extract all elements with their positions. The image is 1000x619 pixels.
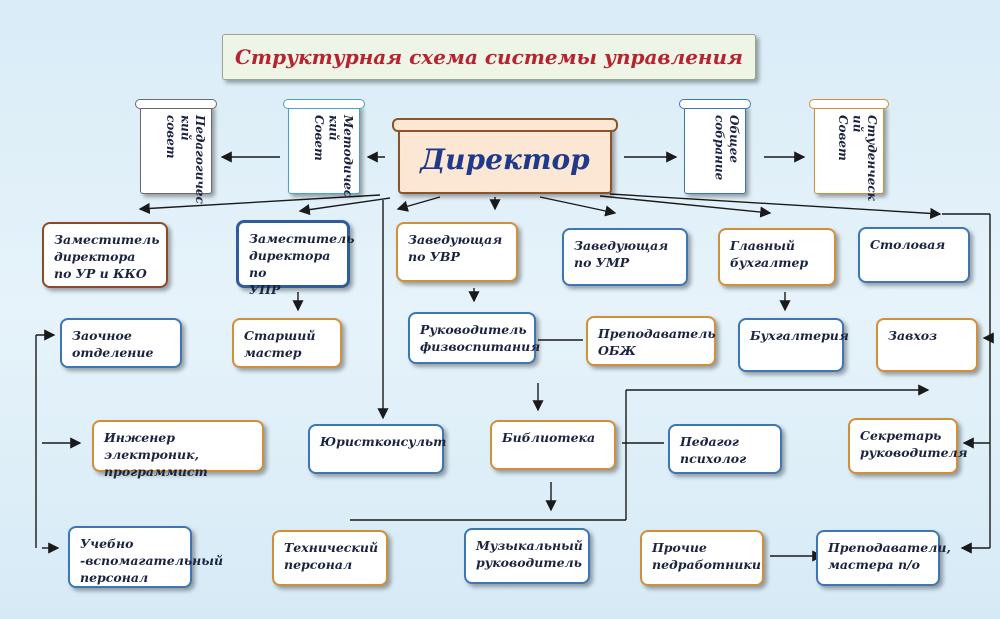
scroll-roll <box>392 118 618 132</box>
box-biblioteka: Библиотека <box>490 420 616 470</box>
box-tech-pers: Технический персонал <box>272 530 388 586</box>
box-zaochnoe: Заочное отделение <box>60 318 182 368</box>
director-box: Директор <box>392 118 618 194</box>
box-zavhoz: Завхоз <box>876 318 978 372</box>
ped-sovet-label: Педагогичес кий совет <box>164 115 207 204</box>
met-sovet-label: Методичес кий Совет <box>312 115 355 198</box>
box-inzhener: Инженер электроник, программист <box>92 420 264 479</box>
scroll-met-sovet: Методичес кий Совет <box>283 99 365 198</box>
box-st-master: Старший мастер <box>232 318 342 368</box>
box-glav-buh: Главный бухгалтер <box>718 228 836 286</box>
scroll-roll <box>283 99 365 109</box>
box-zam-ur: Заместитель директора по УР и ККО <box>42 222 168 288</box>
scroll-stud-sovet: Студенческ ий Совет <box>809 99 889 201</box>
page-title: Структурная схема системы управления <box>222 34 756 80</box>
director-label: Директор <box>420 142 590 176</box>
box-ruk-fiz: Руководитель физвоспитания <box>408 312 540 364</box>
box-ped-psih: Педагог психолог <box>668 424 782 474</box>
box-sekretar: Секретарь руководителя <box>848 418 968 474</box>
box-prep-obzh: Преподаватель ОБЖ <box>586 316 716 366</box>
box-prochie: Прочие педработники <box>640 530 764 586</box>
box-uch-vsp: Учебно -вспомагательный персонал <box>68 526 223 588</box>
scroll-roll <box>679 99 751 109</box>
box-prepod: Преподаватели, мастера п/о <box>816 530 951 586</box>
box-buhgalteriya: Бухгалтерия <box>738 318 849 372</box>
scroll-roll <box>809 99 889 109</box>
scroll-ped-sovet: Педагогичес кий совет <box>135 99 217 204</box>
box-stolovaya: Столовая <box>858 227 970 283</box>
obshee-label: Общее собрание <box>712 115 741 181</box>
stud-sovet-label: Студенческ ий Совет <box>836 115 879 201</box>
scroll-roll <box>135 99 217 109</box>
box-zav-umr: Заведующая по УМР <box>562 228 688 286</box>
box-zam-upr: Заместитель директора по УПР <box>236 220 354 297</box>
box-muz-ruk: Музыкальный руководитель <box>464 528 590 584</box>
box-yurist: Юристконсульт <box>308 424 446 474</box>
scroll-obshee: Общее собрание <box>679 99 751 194</box>
box-zav-uvr: Заведующая по УВР <box>396 222 518 282</box>
